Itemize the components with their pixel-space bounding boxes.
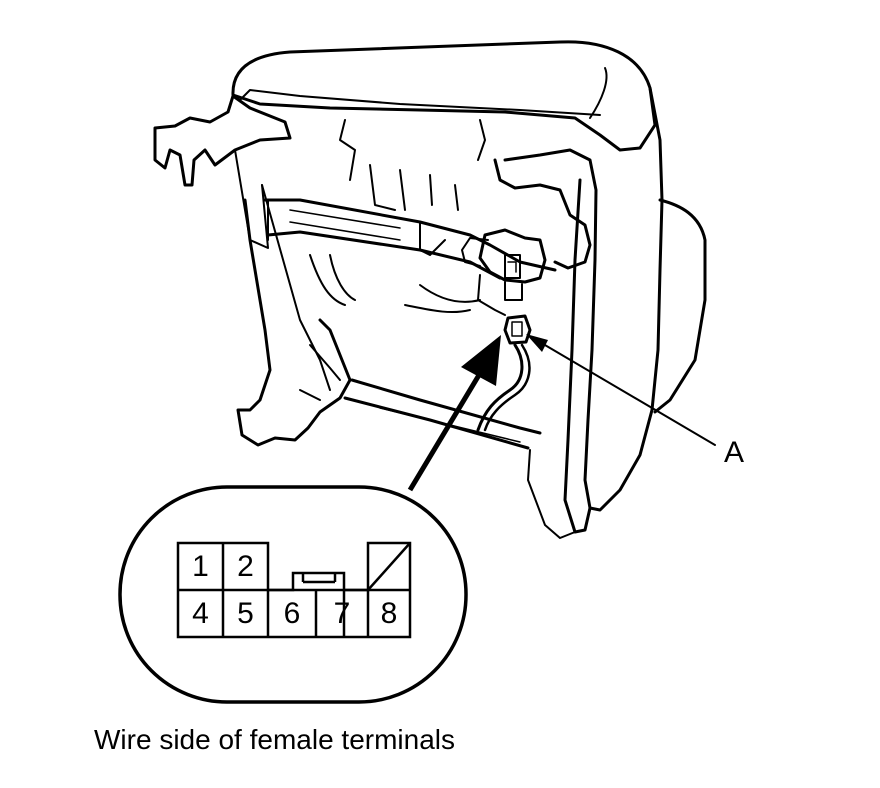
terminal-6: 6	[283, 596, 301, 630]
terminal-2: 2	[237, 549, 254, 583]
right-side-bolster	[493, 86, 707, 539]
callout-a-arrowhead	[526, 334, 548, 352]
inner-frame-details	[309, 119, 486, 314]
left-bracket	[153, 94, 292, 249]
left-lower-frame	[236, 184, 352, 447]
detail-view-arrow	[407, 335, 501, 492]
seat-back-top-roll	[231, 40, 657, 152]
cross-bar	[263, 198, 557, 280]
diagram-caption: Wire side of female terminals	[94, 724, 456, 755]
terminal-7: 7	[333, 596, 351, 630]
connector-a-harness	[476, 314, 532, 432]
connector-detail-enclosure	[118, 485, 468, 704]
terminal-5: 5	[237, 596, 254, 630]
callout-label-a: A	[724, 436, 745, 469]
connector-face-outline	[176, 541, 412, 639]
seat-motor	[461, 228, 547, 316]
blank-terminal-slash	[367, 542, 411, 591]
terminal-8: 8	[380, 596, 398, 630]
callout-a-leader-line	[532, 337, 716, 446]
terminal-4: 4	[192, 596, 209, 630]
terminal-1: 1	[192, 549, 209, 583]
